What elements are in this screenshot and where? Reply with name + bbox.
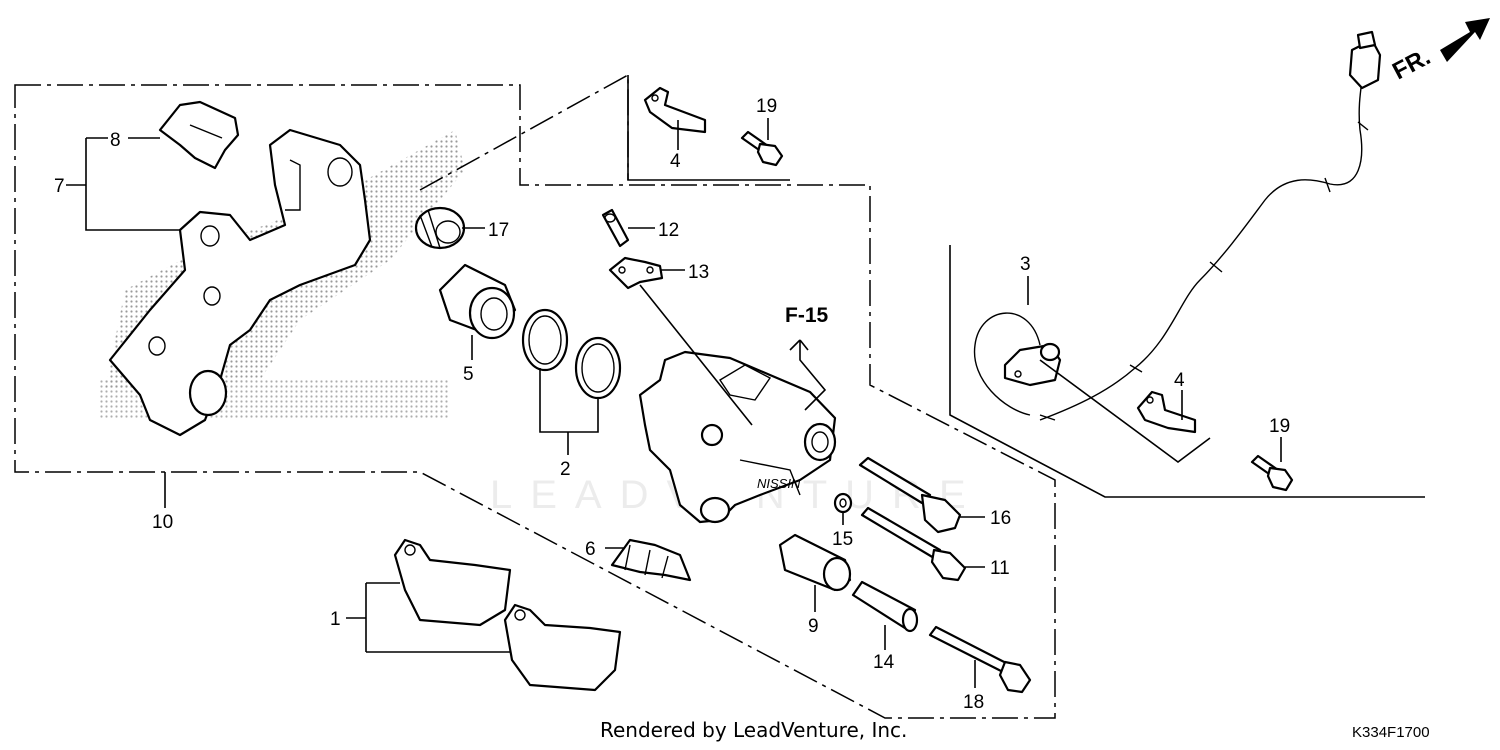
caliper-bolt[interactable] bbox=[928, 625, 1032, 694]
diagram-code: K334F1700 bbox=[1352, 724, 1430, 741]
callout-12[interactable]: 12 bbox=[658, 220, 679, 241]
pad-spring[interactable] bbox=[158, 100, 240, 170]
callout-19-top[interactable]: 19 bbox=[756, 96, 777, 117]
callout-19-right[interactable]: 19 bbox=[1269, 416, 1290, 437]
callout-13[interactable]: 13 bbox=[688, 262, 709, 283]
reference-label: F-15 bbox=[785, 304, 829, 327]
callout-16[interactable]: 16 bbox=[990, 508, 1011, 529]
pin-bolt[interactable] bbox=[860, 506, 967, 582]
callout-4-top[interactable]: 4 bbox=[670, 151, 681, 172]
leader-lines bbox=[66, 118, 1282, 688]
abs-wheel-sensor[interactable] bbox=[973, 312, 1062, 416]
callout-labels: 7 8 10 17 12 13 5 2 4 19 3 4 19 16 15 11… bbox=[54, 96, 1290, 713]
callout-6[interactable]: 6 bbox=[585, 539, 596, 560]
callout-15[interactable]: 15 bbox=[832, 529, 853, 550]
sensor-clip-top[interactable] bbox=[643, 86, 707, 134]
front-direction-arrow: FR. bbox=[1388, 18, 1490, 85]
callout-17[interactable]: 17 bbox=[488, 220, 509, 241]
abs-sensor-cable[interactable] bbox=[1039, 30, 1382, 421]
piston[interactable] bbox=[438, 263, 517, 340]
callout-4-right[interactable]: 4 bbox=[1174, 370, 1185, 391]
callout-10[interactable]: 10 bbox=[152, 512, 173, 533]
callout-1[interactable]: 1 bbox=[330, 609, 341, 630]
callout-18[interactable]: 18 bbox=[963, 692, 984, 713]
collar[interactable] bbox=[851, 580, 919, 633]
sensor-bolt-top[interactable] bbox=[740, 130, 784, 167]
callout-2[interactable]: 2 bbox=[560, 459, 571, 480]
washer[interactable] bbox=[833, 492, 853, 514]
boot-sleeve[interactable] bbox=[778, 533, 852, 592]
callout-11[interactable]: 11 bbox=[990, 558, 1010, 579]
caliper-body[interactable]: NISSIN bbox=[638, 350, 837, 524]
slide-pin[interactable] bbox=[858, 456, 962, 534]
sensor-clip-right[interactable] bbox=[1136, 390, 1197, 434]
front-direction-label: FR. bbox=[1388, 43, 1435, 85]
bleed-screw[interactable] bbox=[601, 208, 630, 248]
nissin-logo: NISSIN bbox=[757, 476, 801, 491]
callout-7[interactable]: 7 bbox=[54, 176, 65, 197]
boot[interactable] bbox=[414, 206, 466, 250]
callout-9[interactable]: 9 bbox=[808, 616, 819, 637]
callout-5[interactable]: 5 bbox=[463, 364, 474, 385]
callout-3[interactable]: 3 bbox=[1020, 254, 1031, 275]
bleed-cap[interactable] bbox=[608, 256, 664, 290]
brake-pad-set[interactable] bbox=[393, 538, 622, 692]
sensor-bolt-right[interactable] bbox=[1250, 454, 1294, 492]
callout-8[interactable]: 8 bbox=[110, 130, 121, 151]
reference-f15[interactable]: F-15 bbox=[785, 304, 829, 411]
sensor-detail-box bbox=[627, 75, 1425, 498]
piston-seal-set[interactable] bbox=[521, 308, 622, 400]
pad-retainer[interactable] bbox=[610, 538, 692, 582]
caliper-bracket[interactable] bbox=[108, 128, 372, 437]
callout-14[interactable]: 14 bbox=[873, 652, 895, 673]
footer-credit: Rendered by LeadVenture, Inc. bbox=[600, 718, 908, 742]
